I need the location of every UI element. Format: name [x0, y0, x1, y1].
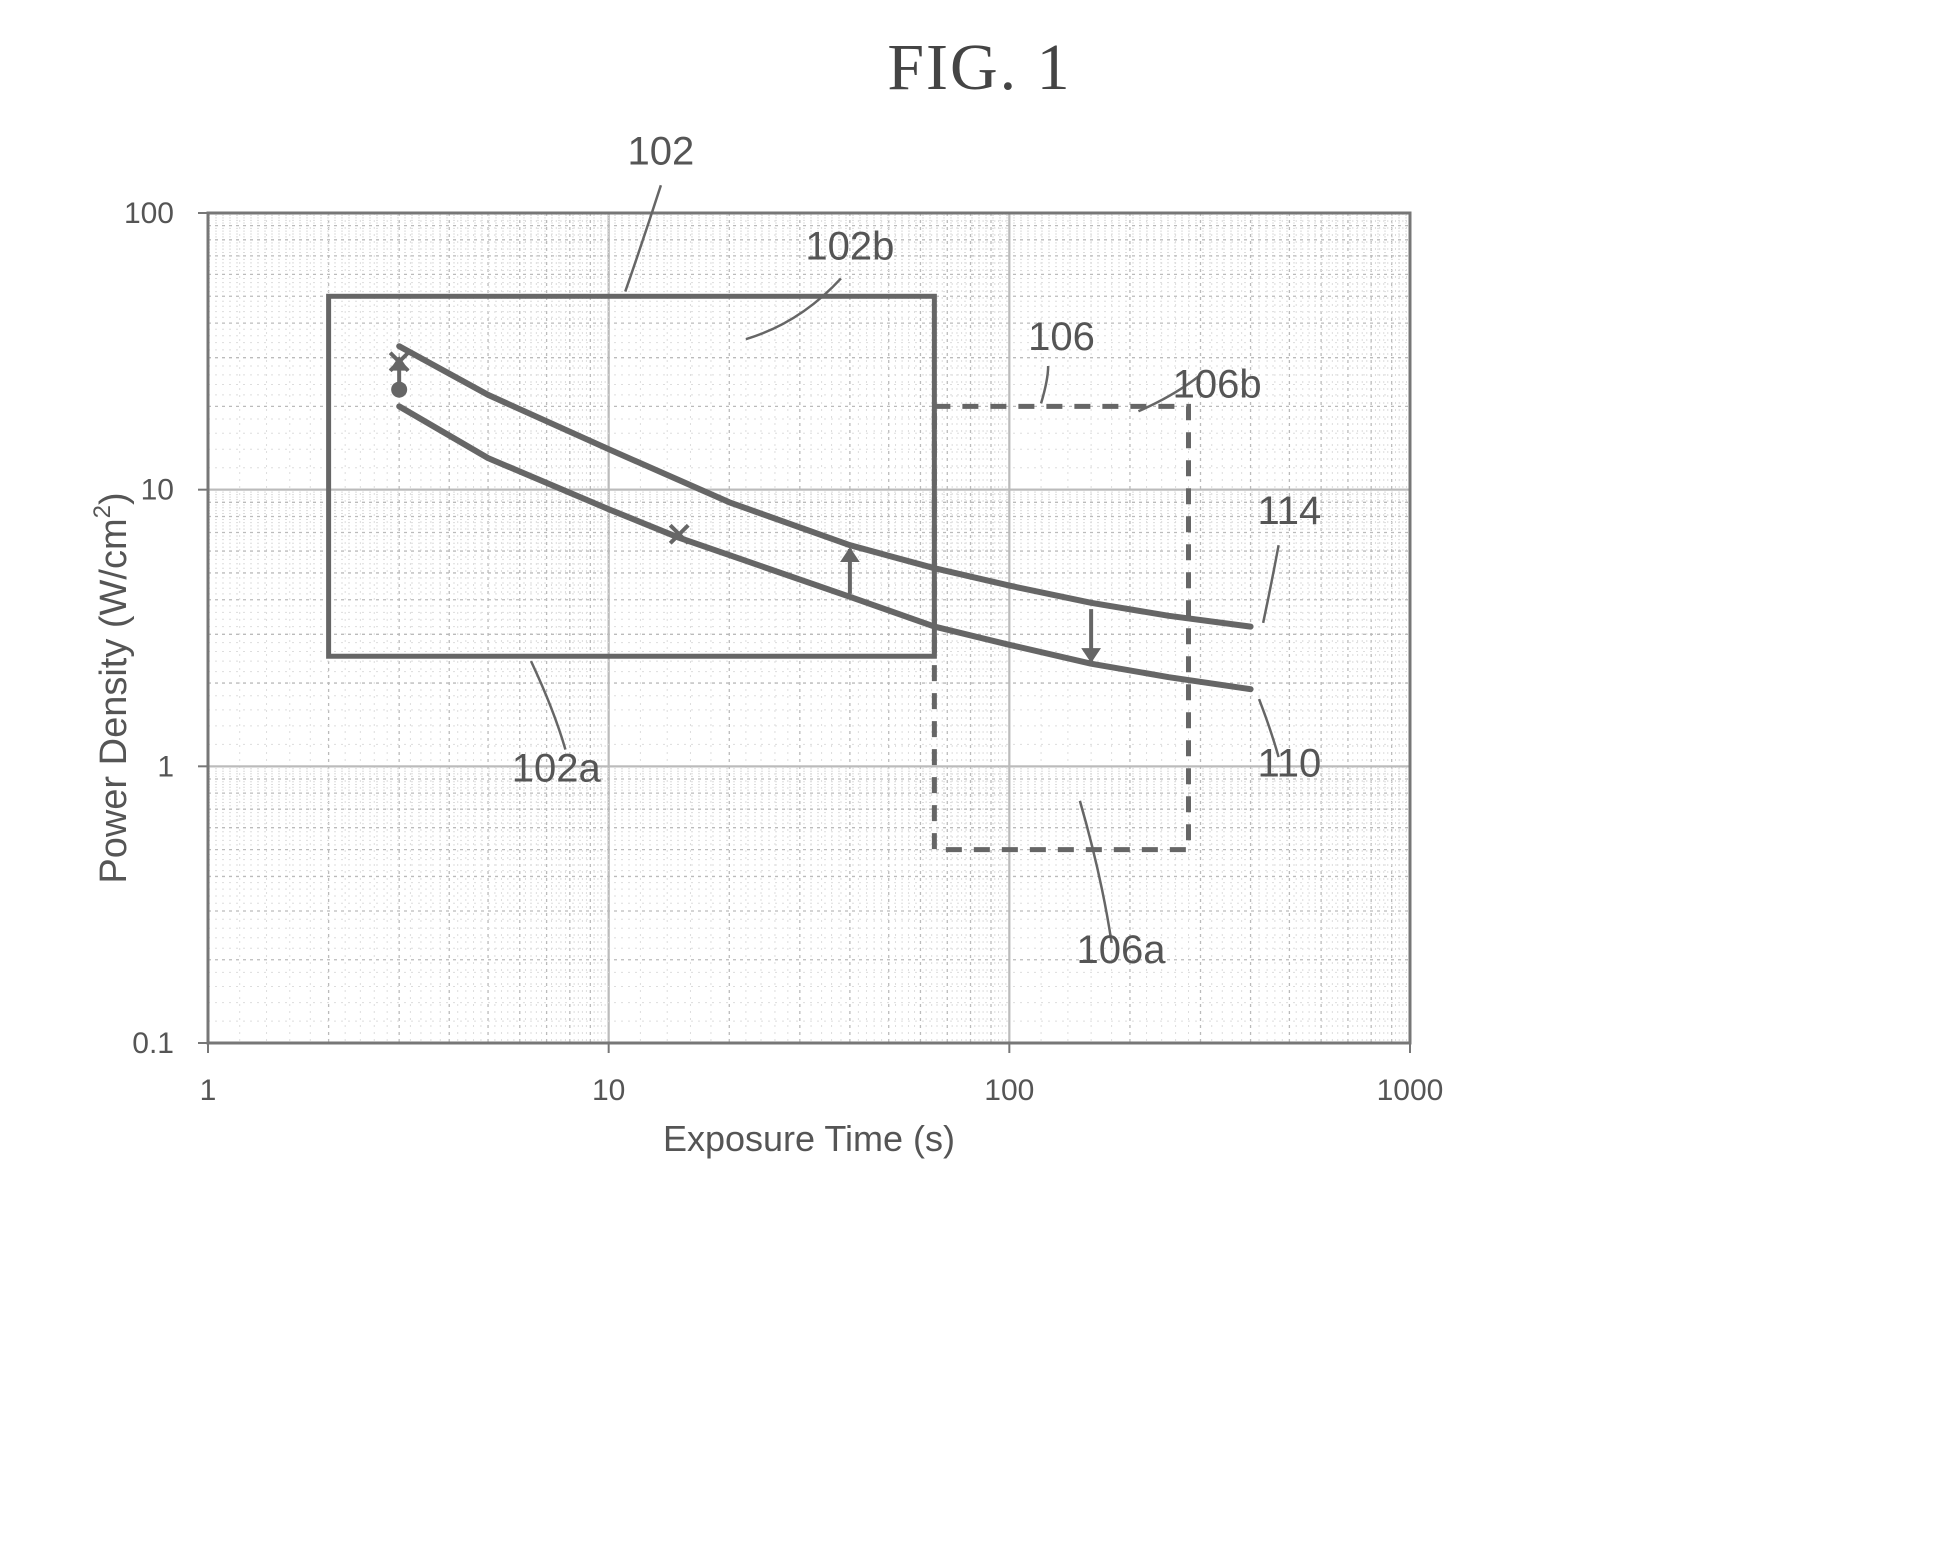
y-tick-labels: 0.1 1 10 100 — [124, 197, 208, 1060]
plot-frame — [208, 213, 1410, 1043]
y-axis-title-sup: 2 — [89, 505, 116, 518]
reference-label-110: 110 — [1257, 741, 1321, 785]
reference-label-102: 102 — [628, 129, 695, 173]
series-line-114 — [399, 346, 1250, 626]
reference-label-102a: 102a — [512, 747, 602, 791]
reference-label-106: 106 — [1028, 315, 1095, 359]
x-tick-label: 1 — [200, 1074, 217, 1107]
x-tick-label: 10 — [592, 1074, 625, 1107]
leader-line-102b — [746, 278, 841, 339]
x-axis-title: Exposure Time (s) — [663, 1118, 955, 1159]
region-106 — [934, 406, 1188, 849]
x-tick-labels: 1 10 100 1000 — [200, 1043, 1444, 1107]
reference-label-106b: 106b — [1173, 363, 1262, 407]
x-tick-label: 1000 — [1377, 1074, 1444, 1107]
reference-label-102b: 102b — [805, 224, 894, 268]
arrow-head — [391, 358, 407, 370]
reference-label-106a: 106a — [1077, 928, 1167, 972]
y-tick-label: 10 — [141, 474, 174, 507]
x-tick-label: 100 — [984, 1074, 1034, 1107]
y-axis-title-main: Power Density (W/cm — [93, 518, 135, 883]
y-tick-label: 100 — [124, 197, 174, 230]
y-axis-title: Power Density (W/cm2) — [89, 492, 135, 883]
leader-line-102 — [625, 185, 661, 291]
y-axis-title-end: ) — [93, 492, 135, 505]
series — [399, 346, 1250, 689]
leader-line-114 — [1263, 545, 1278, 623]
reference-label-114: 114 — [1257, 489, 1321, 533]
arrow-head — [842, 549, 858, 561]
y-tick-label: 0.1 — [132, 1027, 174, 1060]
leader-line-106a — [1080, 801, 1112, 943]
leader-line-102a — [531, 661, 565, 749]
y-tick-label: 1 — [157, 750, 174, 783]
grid — [208, 213, 1410, 1043]
